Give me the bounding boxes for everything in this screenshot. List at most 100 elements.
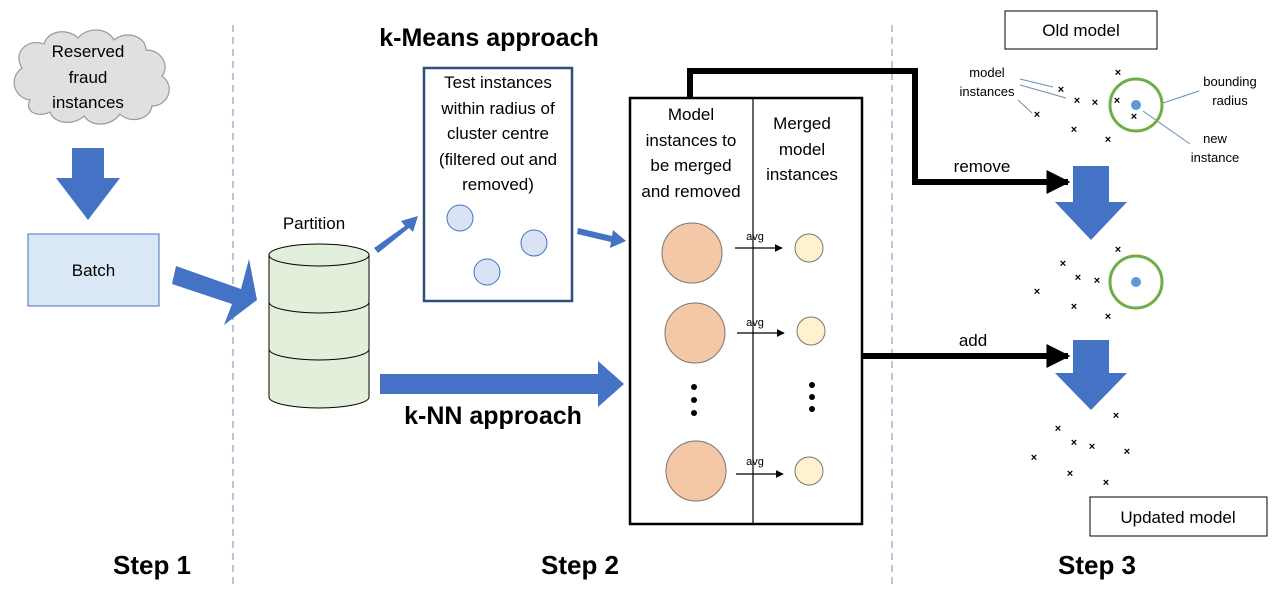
model-instance-mark: × bbox=[1058, 84, 1064, 96]
model-instance-mark: × bbox=[1113, 410, 1119, 422]
merged-instance-circle bbox=[794, 456, 824, 486]
test-instance-circle bbox=[473, 258, 501, 286]
model-instance-mark: × bbox=[1094, 275, 1100, 287]
model-instance-circle bbox=[665, 440, 727, 502]
old-model-points: × × × × × × × × × bbox=[1034, 67, 1137, 146]
step-2-label: Step 2 bbox=[541, 550, 619, 580]
test-box-line-3: cluster centre bbox=[447, 124, 549, 143]
model-instance-mark: × bbox=[1055, 423, 1061, 435]
partition-label: Partition bbox=[283, 214, 345, 233]
merge-right-line-2: model bbox=[779, 140, 825, 159]
model-instance-mark: × bbox=[1034, 286, 1040, 298]
merged-instance-circle bbox=[794, 233, 824, 263]
ellipsis-dot bbox=[809, 394, 815, 400]
model-instance-mark: × bbox=[1105, 134, 1111, 146]
bounding-radius-circle bbox=[1108, 77, 1164, 133]
avg-label: avg bbox=[746, 317, 764, 329]
knn-arrow bbox=[380, 361, 624, 407]
model-instance-mark: × bbox=[1075, 272, 1081, 284]
model-instance-mark: × bbox=[1067, 468, 1073, 480]
test-box-line-1: Test instances bbox=[444, 73, 552, 92]
model-instance-mark: × bbox=[1115, 244, 1121, 256]
model-instance-mark: × bbox=[1034, 109, 1040, 121]
updated-model-box: Updated model bbox=[1089, 496, 1268, 537]
cloud-line-1: Reserved bbox=[52, 42, 125, 61]
partition-cylinder bbox=[268, 243, 370, 409]
merge-right-line-1: Merged bbox=[773, 114, 831, 133]
old-model-scatter: model instances bounding radius new inst… bbox=[960, 65, 1257, 165]
updated-model-label: Updated model bbox=[1120, 508, 1235, 527]
step-1-label: Step 1 bbox=[113, 550, 191, 580]
model-instance-circle bbox=[661, 222, 723, 284]
ellipsis-dot bbox=[809, 406, 815, 412]
add-label: add bbox=[959, 331, 987, 350]
model-instance-mark: × bbox=[1071, 124, 1077, 136]
model-instance-mark: × bbox=[1115, 67, 1121, 79]
step-3-label: Step 3 bbox=[1058, 550, 1136, 580]
merge-left-line-2: instances to bbox=[646, 131, 737, 150]
old-model-label: Old model bbox=[1042, 21, 1119, 40]
bounding-radius-line-2: radius bbox=[1212, 93, 1248, 108]
test-box-line-2: within radius of bbox=[440, 99, 555, 118]
batch-to-partition-arrow bbox=[172, 259, 257, 325]
filtered-model-points: × × × × × × × bbox=[1034, 244, 1121, 323]
model-instance-mark: × bbox=[1124, 446, 1130, 458]
test-instances-box: Test instances within radius of cluster … bbox=[422, 66, 574, 303]
test-box-line-4: (filtered out and bbox=[439, 150, 557, 169]
knn-approach-title: k-NN approach bbox=[404, 402, 582, 430]
updated-model-points: × × × × × × × × bbox=[1031, 410, 1130, 489]
model-instance-mark: × bbox=[1071, 301, 1077, 313]
bounding-radius-line-1: bounding bbox=[1203, 74, 1257, 89]
model-instance-mark: × bbox=[1071, 437, 1077, 449]
new-instance-line-2: instance bbox=[1191, 150, 1239, 165]
ellipsis-dot bbox=[691, 410, 697, 416]
batch-label: Batch bbox=[72, 261, 115, 280]
cloud-line-3: instances bbox=[52, 93, 124, 112]
model-instance-mark: × bbox=[1031, 452, 1037, 464]
test-instance-circle bbox=[520, 229, 548, 257]
kmeans-approach-title: k-Means approach bbox=[379, 24, 599, 52]
test-to-merge-arrow bbox=[577, 228, 626, 248]
merge-right-line-3: instances bbox=[766, 165, 838, 184]
cloud-line-2: fraud bbox=[69, 68, 108, 87]
ellipsis-dot bbox=[809, 382, 815, 388]
model-instance-mark: × bbox=[1105, 311, 1111, 323]
updated-model-scatter: × × × × × × × × bbox=[1031, 410, 1130, 489]
test-instance-circle bbox=[446, 204, 474, 232]
model-instance-mark: × bbox=[1074, 95, 1080, 107]
new-instance-dot bbox=[1131, 100, 1141, 110]
new-instance-dot bbox=[1131, 277, 1141, 287]
bounding-radius-circle bbox=[1108, 254, 1164, 310]
model-instance-mark: × bbox=[1089, 441, 1095, 453]
add-down-arrow bbox=[1055, 340, 1127, 410]
filtered-model-scatter: × × × × × × × bbox=[1034, 244, 1164, 323]
model-instance-circle bbox=[664, 302, 726, 364]
remove-down-arrow bbox=[1055, 166, 1127, 240]
merge-left-line-4: and removed bbox=[641, 182, 740, 201]
model-instances-line-1: model bbox=[969, 65, 1005, 80]
model-instance-mark: × bbox=[1114, 95, 1120, 107]
model-instance-mark: × bbox=[1060, 258, 1066, 270]
avg-label: avg bbox=[746, 456, 764, 468]
ellipsis-dot bbox=[691, 384, 697, 390]
remove-connector bbox=[687, 68, 1071, 194]
avg-label: avg bbox=[746, 231, 764, 243]
model-instances-line-2: instances bbox=[960, 84, 1015, 99]
merge-left-line-3: be merged bbox=[650, 156, 731, 175]
cloud-to-batch-arrow bbox=[56, 148, 120, 220]
batch-box: Batch bbox=[27, 233, 160, 307]
model-instance-mark: × bbox=[1092, 97, 1098, 109]
merge-left-line-1: Model bbox=[668, 105, 714, 124]
reserved-fraud-cloud: Reserved fraud instances bbox=[13, 29, 170, 125]
partition-to-test-arrow bbox=[374, 216, 418, 253]
cloud-shape bbox=[13, 29, 170, 125]
model-instance-mark: × bbox=[1103, 477, 1109, 489]
remove-label: remove bbox=[954, 157, 1011, 176]
new-instance-line-1: new bbox=[1203, 131, 1227, 146]
ellipsis-dot bbox=[691, 397, 697, 403]
model-instance-mark: × bbox=[1131, 111, 1137, 123]
test-box-line-5: removed) bbox=[462, 175, 534, 194]
merge-table-box: Model instances to be merged and removed… bbox=[628, 96, 864, 526]
